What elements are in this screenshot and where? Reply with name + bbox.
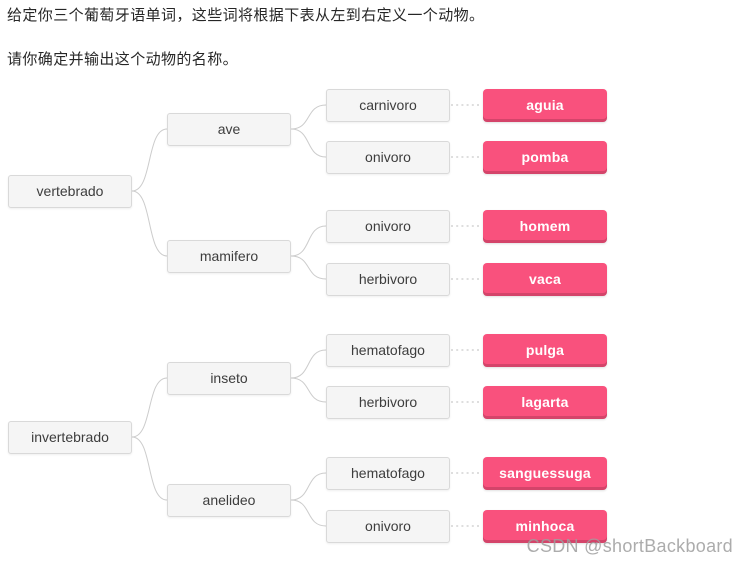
intro-line-1: 给定你三个葡萄牙语单词，这些词将根据下表从左到右定义一个动物。: [7, 7, 485, 24]
node-herbivoro-lagarta: herbivoro: [326, 385, 450, 419]
edge-invertebrado-inseto: [131, 377, 168, 438]
animal-minhoca: minhoca: [483, 509, 607, 543]
edge-anelideo-hematofago: [290, 472, 327, 501]
node-hematofago-sanguessuga: hematofago: [326, 456, 450, 490]
node-invertebrado: invertebrado: [8, 420, 132, 454]
edge-invertebrado-anelideo: [131, 436, 168, 501]
animal-vaca: vaca: [483, 262, 607, 296]
animal-sanguessuga: sanguessuga: [483, 456, 607, 490]
animal-pulga: pulga: [483, 333, 607, 367]
node-vertebrado: vertebrado: [8, 174, 132, 208]
animal-pomba: pomba: [483, 140, 607, 174]
node-inseto: inseto: [167, 361, 291, 395]
edge-ave-carnivoro: [290, 104, 327, 130]
node-mamifero: mamifero: [167, 239, 291, 273]
animal-homem: homem: [483, 209, 607, 243]
edge-inseto-herbivoro: [290, 377, 327, 403]
edge-mamifero-herbivoro: [290, 255, 327, 280]
animal-lagarta: lagarta: [483, 385, 607, 419]
node-hematofago-pulga: hematofago: [326, 333, 450, 367]
csdn-watermark: CSDN @shortBackboard: [526, 536, 733, 556]
edge-ave-onivoro: [290, 128, 327, 158]
edge-vertebrado-ave: [131, 128, 168, 192]
node-herbivoro-vaca: herbivoro: [326, 262, 450, 296]
node-anelideo: anelideo: [167, 483, 291, 517]
edge-mamifero-onivoro: [290, 225, 327, 257]
edge-vertebrado-mamifero: [131, 190, 168, 257]
node-onivoro-homem: onivoro: [326, 209, 450, 243]
node-carnivoro-aguia: carnivoro: [326, 88, 450, 122]
animal-aguia: aguia: [483, 88, 607, 122]
edge-inseto-hematofago: [290, 349, 327, 379]
node-ave: ave: [167, 112, 291, 146]
node-onivoro-pomba: onivoro: [326, 140, 450, 174]
node-onivoro-minhoca: onivoro: [326, 509, 450, 543]
intro-line-2: 请你确定并输出这个动物的名称。: [7, 51, 239, 68]
edge-anelideo-onivoro: [290, 499, 327, 527]
